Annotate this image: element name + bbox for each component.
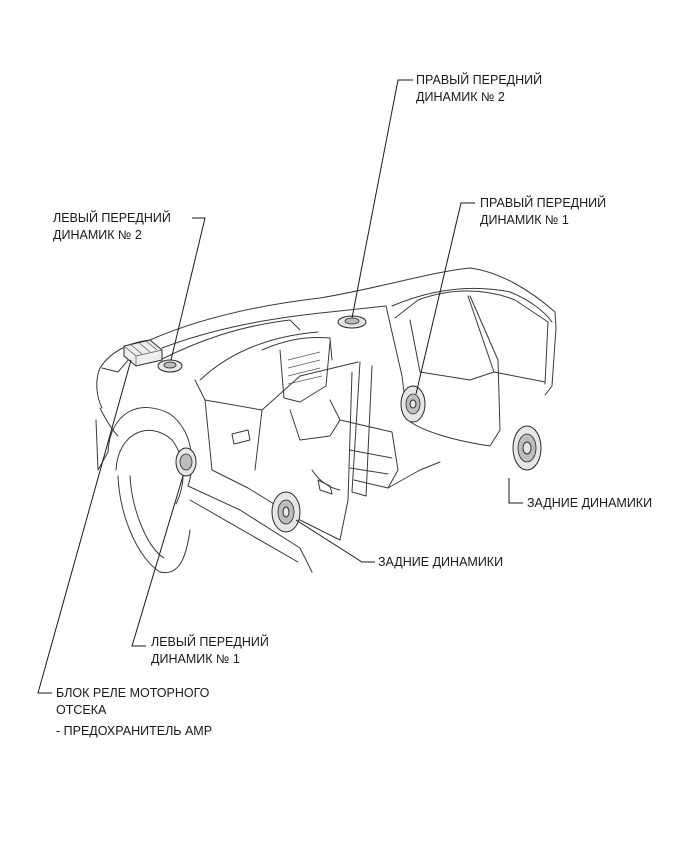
speaker-left-front-1 [175, 447, 197, 477]
engine-relay-block [123, 339, 163, 367]
label-line: ДИНАМИК № 2 [53, 228, 142, 242]
label-line: ЛЕВЫЙ ПЕРЕДНИЙ [53, 211, 171, 225]
speaker-rear-right [512, 425, 542, 471]
label-engine-relay-block: БЛОК РЕЛЕ МОТОРНОГО ОТСЕКА - ПРЕДОХРАНИТ… [56, 685, 212, 740]
label-left-front-speaker-2: ЛЕВЫЙ ПЕРЕДНИЙ ДИНАМИК № 2 [53, 210, 171, 244]
label-line: БЛОК РЕЛЕ МОТОРНОГО [56, 686, 210, 700]
label-line: ЗАДНИЕ ДИНАМИКИ [527, 496, 653, 510]
leader-lines [37, 79, 523, 694]
label-line: ПРАВЫЙ ПЕРЕДНИЙ [480, 196, 607, 210]
label-line: ЗАДНИЕ ДИНАМИКИ [378, 555, 504, 569]
label-right-front-speaker-1: ПРАВЫЙ ПЕРЕДНИЙ ДИНАМИК № 1 [480, 195, 606, 229]
label-left-front-speaker-1: ЛЕВЫЙ ПЕРЕДНИЙ ДИНАМИК № 1 [151, 634, 269, 668]
label-line: ДИНАМИК № 2 [416, 90, 505, 104]
label-line: ДИНАМИК № 1 [151, 652, 240, 666]
speaker-right-front-1 [400, 385, 426, 423]
label-line: - ПРЕДОХРАНИТЕЛЬ AMP [56, 724, 213, 738]
speaker-left-front-2 [157, 359, 183, 373]
car-body [95, 267, 557, 574]
label-line: ПРАВЫЙ ПЕРЕДНИЙ [416, 73, 543, 87]
label-rear-speakers-door: ЗАДНИЕ ДИНАМИКИ [378, 554, 503, 571]
label-line: ДИНАМИК № 1 [480, 213, 569, 227]
label-line: ОТСЕКА [56, 703, 107, 717]
label-line: ЛЕВЫЙ ПЕРЕДНИЙ [151, 635, 269, 649]
label-rear-speakers-right: ЗАДНИЕ ДИНАМИКИ [527, 495, 652, 512]
label-right-front-speaker-2: ПРАВЫЙ ПЕРЕДНИЙ ДИНАМИК № 2 [416, 72, 542, 106]
speaker-rear-door [271, 491, 301, 533]
